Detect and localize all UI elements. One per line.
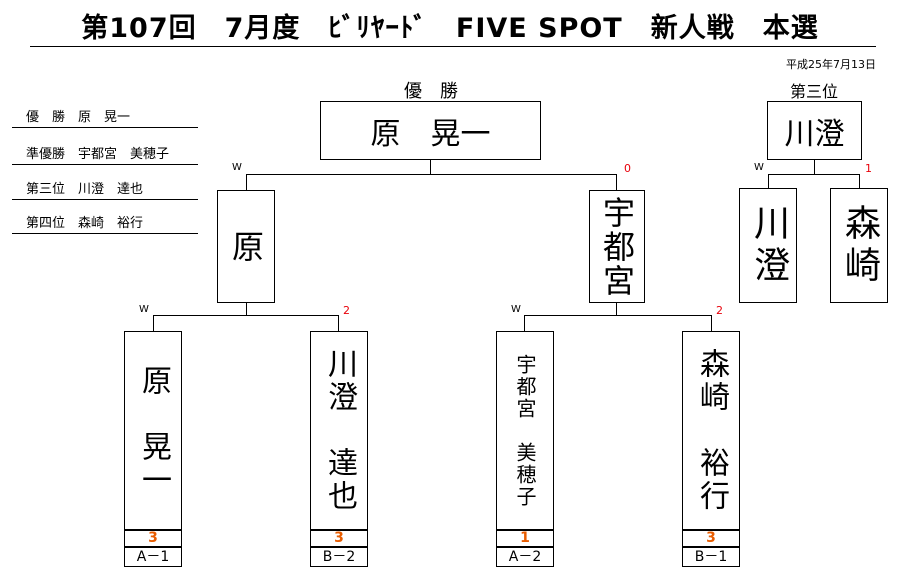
entry-b2: 川澄 達也 3 B－2: [310, 331, 368, 567]
final-bracket-line: [246, 174, 617, 175]
finalist-left-box: 原: [217, 190, 275, 303]
final-right-drop: [616, 174, 617, 190]
entry-code: A－1: [124, 547, 182, 567]
result-text: 準優勝 宇都宮 美穂子: [26, 143, 169, 162]
entry-name: 原 晃一: [136, 364, 171, 497]
third-left-mark: W: [754, 162, 764, 173]
third-place-winner: 川澄: [784, 116, 845, 152]
third-place-label: 第三位: [789, 82, 838, 101]
entry-score: 3: [310, 530, 368, 547]
semi-left-bracket-line: [153, 315, 339, 316]
semi-2-mark: 2: [343, 304, 350, 317]
third-place-box: 川澄: [767, 101, 862, 160]
entry-name-box: 森崎 裕行: [682, 331, 740, 530]
semi-1-mark: W: [139, 304, 149, 315]
result-rank: 第四位: [26, 216, 66, 231]
result-row-champion: 優 勝 原 晃一: [12, 104, 198, 128]
entry-b1: 森崎 裕行 3 B－1: [682, 331, 740, 567]
entry-code: A－2: [496, 547, 554, 567]
entry-name: 宇都宮 美穂子: [513, 353, 537, 508]
third-bracket-line: [768, 174, 860, 175]
entry-name: 川澄 達也: [322, 348, 357, 513]
page-title: 第107回 7月度 ﾋﾞﾘﾔｰﾄﾞ FIVE SPOT 新人戦 本選: [81, 13, 819, 44]
entry-score: 1: [496, 530, 554, 547]
final-right-mark: 0: [624, 162, 631, 175]
third-left-drop: [768, 174, 769, 188]
result-row-third: 第三位 川澄 達也: [12, 176, 198, 200]
entry-score: 3: [124, 530, 182, 547]
result-text: 第三位 川澄 達也: [26, 178, 143, 197]
final-left-mark: W: [232, 162, 242, 173]
finalist-left-name: 原: [227, 229, 265, 264]
champion-label: 優 勝: [404, 81, 458, 102]
event-date: 平成25年7月13日: [786, 58, 876, 71]
result-row-fourth: 第四位 森崎 裕行: [12, 210, 198, 234]
result-rank: 第三位: [26, 182, 66, 197]
third-right-name: 森崎: [839, 203, 880, 288]
entry-name-box: 原 晃一: [124, 331, 182, 530]
finalist-right-name: 宇都宮: [598, 195, 636, 298]
semi-right-drop-a: [524, 315, 525, 331]
result-name: 川澄 達也: [78, 182, 144, 197]
result-name: 森崎 裕行: [78, 216, 144, 231]
semi-left-connector: [246, 303, 247, 316]
third-right-box: 森崎: [830, 188, 888, 303]
third-left-name: 川澄: [748, 203, 789, 288]
third-right-drop: [859, 174, 860, 188]
semi-4-mark: 2: [716, 304, 723, 317]
entry-name: 森崎 裕行: [694, 348, 729, 513]
result-rank: 優 勝: [26, 110, 66, 125]
final-connector: [430, 160, 431, 174]
entry-a2: 宇都宮 美穂子 1 A－2: [496, 331, 554, 567]
finalist-right-box: 宇都宮: [589, 190, 645, 303]
result-name: 宇都宮 美穂子: [78, 147, 170, 162]
third-left-box: 川澄: [739, 188, 797, 303]
semi-right-bracket-line: [524, 315, 712, 316]
semi-left-drop-a: [153, 315, 154, 331]
champion-name: 原 晃一: [370, 116, 491, 152]
result-name: 原 晃一: [78, 110, 131, 125]
result-row-runner-up: 準優勝 宇都宮 美穂子: [12, 141, 198, 165]
entry-code: B－2: [310, 547, 368, 567]
title-underline: [30, 46, 876, 47]
semi-3-mark: W: [511, 304, 521, 315]
entry-a1: 原 晃一 3 A－1: [124, 331, 182, 567]
third-right-mark: 1: [865, 162, 872, 175]
entry-code: B－1: [682, 547, 740, 567]
semi-right-drop-b: [711, 315, 712, 331]
champion-box: 原 晃一: [320, 101, 541, 160]
entry-score: 3: [682, 530, 740, 547]
semi-right-connector: [616, 303, 617, 316]
result-text: 第四位 森崎 裕行: [26, 212, 143, 231]
entry-name-box: 川澄 達也: [310, 331, 368, 530]
result-text: 優 勝 原 晃一: [26, 106, 130, 125]
entry-name-box: 宇都宮 美穂子: [496, 331, 554, 530]
result-rank: 準優勝: [26, 147, 66, 162]
final-left-drop: [246, 174, 247, 190]
semi-left-drop-b: [338, 315, 339, 331]
third-connector: [814, 160, 815, 174]
